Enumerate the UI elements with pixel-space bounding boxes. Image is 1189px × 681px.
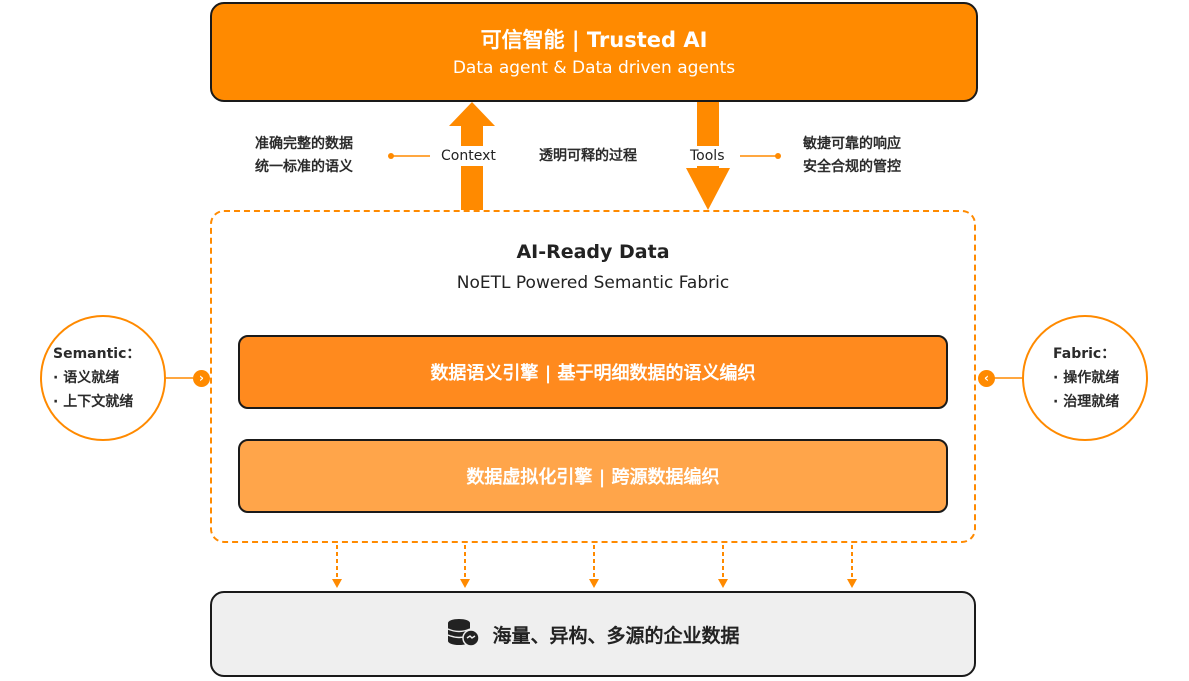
- ai-ready-data-container: [210, 210, 976, 543]
- tools-description: 敏捷可靠的响应 安全合规的管控: [803, 133, 901, 179]
- fabric-circle-item-1: · 操作就绪: [1053, 370, 1120, 386]
- chevron-left-icon: ‹: [978, 370, 995, 387]
- enterprise-data-label: 海量、异构、多源的企业数据: [492, 624, 740, 647]
- context-label: Context: [435, 146, 502, 166]
- virtualization-engine-box: 数据虚拟化引擎 | 跨源数据编织: [238, 439, 948, 513]
- semantic-circle-title: Semantic：: [53, 346, 141, 362]
- tools-line-2: 安全合规的管控: [803, 159, 901, 175]
- trusted-ai-subtitle: Data agent & Data driven agents: [452, 58, 736, 78]
- context-line-2: 统一标准的语义: [255, 159, 353, 175]
- process-text: 透明可释的过程: [539, 148, 637, 164]
- fabric-circle: [1022, 315, 1148, 441]
- semantic-circle-item-2: · 上下文就绪: [53, 394, 134, 410]
- semantic-circle-text: Semantic： · 语义就绪 · 上下文就绪: [53, 342, 140, 414]
- trusted-ai-title: 可信智能 | Trusted AI: [480, 28, 708, 52]
- tools-connector: [740, 153, 781, 159]
- context-line-1: 准确完整的数据: [255, 136, 353, 152]
- database-icon: [446, 617, 481, 652]
- fabric-circle-item-2: · 治理就绪: [1053, 394, 1120, 410]
- fabric-circle-title: Fabric：: [1053, 346, 1116, 362]
- tools-label: Tools: [684, 146, 731, 166]
- semantic-circle-item-1: · 语义就绪: [53, 370, 120, 386]
- enterprise-data-layer: 海量、异构、多源的企业数据: [210, 591, 976, 677]
- data-flow-arrows: [336, 545, 853, 580]
- trusted-ai-banner: 可信智能 | Trusted AI Data agent & Data driv…: [210, 2, 978, 102]
- ai-ready-data-subtitle: NoETL Powered Semantic Fabric: [456, 273, 730, 293]
- semantic-engine-box: 数据语义引擎 | 基于明细数据的语义编织: [238, 335, 948, 409]
- tools-line-1: 敏捷可靠的响应: [803, 136, 901, 152]
- context-connector: [388, 153, 430, 159]
- data-flow-arrowheads: [332, 579, 857, 588]
- context-description: 准确完整的数据 统一标准的语义: [255, 133, 353, 179]
- semantic-circle: [40, 315, 166, 441]
- chevron-right-icon: ›: [193, 370, 210, 387]
- fabric-circle-text: Fabric： · 操作就绪 · 治理就绪: [1053, 342, 1119, 414]
- virtualization-engine-label: 数据虚拟化引擎 | 跨源数据编织: [466, 467, 720, 488]
- semantic-engine-label: 数据语义引擎 | 基于明细数据的语义编织: [430, 363, 756, 384]
- ai-ready-data-title: AI-Ready Data: [516, 241, 670, 263]
